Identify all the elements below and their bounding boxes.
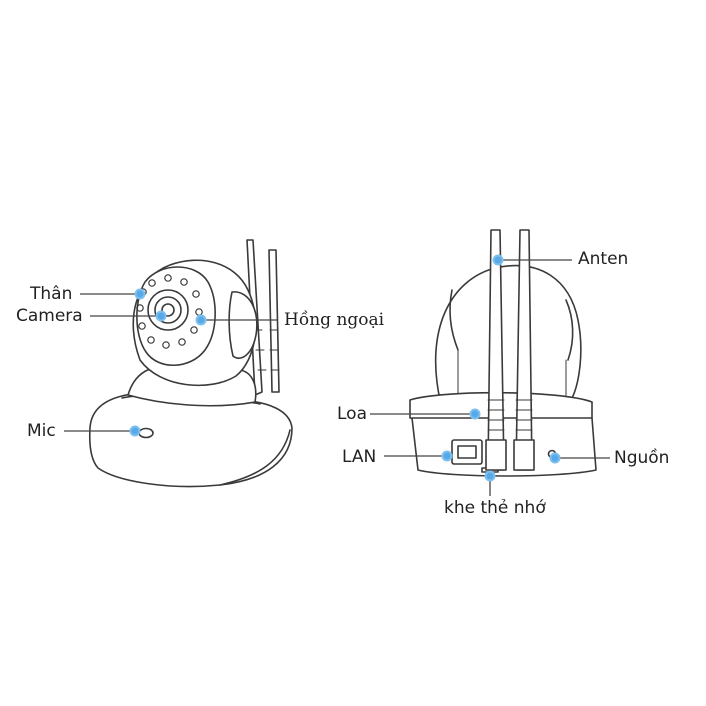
marker-lan	[441, 450, 453, 462]
marker-memory-slot	[484, 470, 496, 482]
label-speaker: Loa	[337, 404, 367, 424]
front-camera-drawing	[88, 239, 293, 488]
back-camera-drawing	[409, 229, 597, 477]
label-camera: Camera	[16, 306, 83, 326]
marker-camera	[155, 310, 167, 322]
label-body: Thân	[30, 284, 73, 304]
marker-mic	[129, 425, 141, 437]
front-base	[88, 392, 293, 488]
label-antenna: Anten	[578, 249, 629, 269]
marker-body	[134, 288, 146, 300]
marker-infrared	[195, 314, 207, 326]
label-power: Nguồn	[614, 448, 670, 468]
marker-antenna	[492, 254, 504, 266]
marker-speaker	[469, 408, 481, 420]
back-head	[434, 264, 582, 403]
label-memory-slot: khe thẻ nhớ	[444, 498, 546, 518]
label-mic: Mic	[27, 421, 56, 441]
label-infrared: Hồng ngoại	[284, 310, 385, 330]
callout-markers	[129, 254, 561, 482]
label-lan: LAN	[342, 447, 377, 467]
ir-leds	[136, 274, 203, 349]
leader-lines	[64, 259, 610, 496]
back-antennas	[485, 229, 535, 471]
lan-port	[451, 439, 483, 465]
marker-power	[549, 452, 561, 464]
